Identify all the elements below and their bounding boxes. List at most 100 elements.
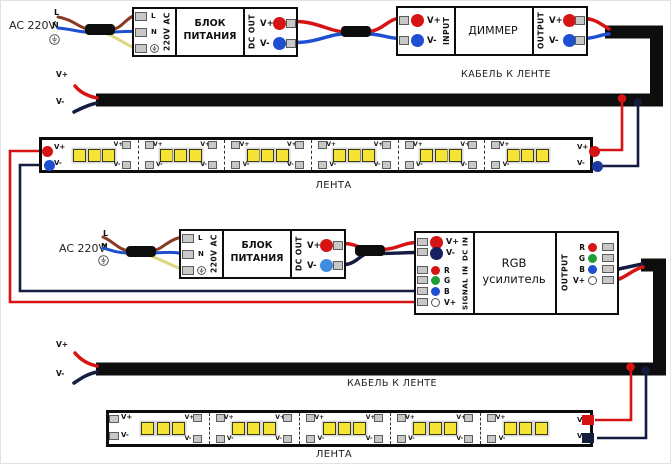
divider bbox=[290, 230, 292, 278]
led-chip bbox=[322, 422, 336, 435]
cut-label-vplus: V+ bbox=[499, 141, 510, 148]
cut-label-vminus: V- bbox=[200, 161, 208, 168]
psu-output-section-label: DC OUT bbox=[294, 236, 304, 271]
amp-output-section-label: OUTPUT bbox=[560, 253, 570, 291]
terminal-pad-vplus bbox=[602, 276, 614, 284]
terminal-pad-r bbox=[602, 243, 614, 251]
terminal-pad-vplus bbox=[417, 238, 428, 246]
led-chip bbox=[160, 148, 174, 162]
dimmer-input-section-label: INPUT bbox=[441, 16, 451, 45]
solder-pad bbox=[306, 435, 316, 443]
solder-pad bbox=[109, 415, 119, 423]
divider bbox=[222, 230, 224, 278]
solder-pad bbox=[373, 435, 383, 443]
solder-pad bbox=[373, 414, 383, 422]
terminal-label-vminus: V- bbox=[54, 159, 62, 167]
solder-pad bbox=[283, 414, 293, 422]
terminal-label-vminus: V- bbox=[577, 432, 585, 440]
cable2-pigtail-plus bbox=[73, 351, 99, 368]
cable-run-1 bbox=[96, 25, 663, 107]
terminal-dot-vplus bbox=[411, 14, 424, 27]
terminal-label-r: R bbox=[444, 266, 450, 275]
led-chip bbox=[420, 148, 434, 162]
cut-label-vminus: V- bbox=[408, 435, 415, 442]
divider bbox=[454, 7, 456, 55]
terminal-dot-vminus bbox=[563, 34, 576, 47]
terminal-dot-vminus bbox=[430, 247, 443, 260]
led-chip bbox=[87, 148, 101, 162]
strip-right-terminal: V+V- bbox=[550, 140, 603, 172]
strip-segment bbox=[411, 413, 460, 444]
led-chip bbox=[443, 422, 457, 435]
cut-label-vplus: V+ bbox=[326, 141, 337, 148]
led-chip bbox=[156, 422, 170, 435]
led-strip-1: V+V+V-V-V+V+V-V-V+V+V-V-V+V+V-V-V+V+V-V-… bbox=[39, 137, 603, 173]
led-chip bbox=[102, 148, 116, 162]
power-supply-1: L N 220V AC БЛОК ПИТАНИЯ DC OUT V+ V- bbox=[132, 7, 298, 57]
cut-label-vminus: V- bbox=[155, 161, 163, 168]
terminal-dot-vminus bbox=[44, 160, 55, 171]
terminal-pad-vminus bbox=[399, 36, 409, 45]
terminal-pad-r bbox=[417, 266, 428, 274]
junction-dot-plus bbox=[626, 362, 635, 372]
terminal-pad-vplus bbox=[333, 241, 343, 250]
cut-label-vminus: V- bbox=[329, 161, 337, 168]
terminal-dot-vminus bbox=[411, 34, 424, 47]
divider bbox=[555, 232, 557, 314]
cut-label-vplus: V+ bbox=[373, 141, 384, 148]
solder-pad bbox=[468, 141, 478, 149]
strip-segment bbox=[230, 413, 279, 444]
terminal-dot-vplus bbox=[563, 14, 576, 27]
cut-point: V+V+V-V- bbox=[460, 140, 509, 170]
solder-pad bbox=[464, 435, 474, 443]
rgb-amplifier: V+ V- R G B V+ DC IN SIGNAL IN RGB усили… bbox=[414, 231, 619, 315]
cut-point: V+V+V-V- bbox=[456, 413, 505, 444]
cut-label-vminus: V- bbox=[498, 435, 506, 442]
strip-right-terminal: V+V- bbox=[550, 413, 594, 444]
terminal-pad-vplus bbox=[575, 16, 585, 25]
junction-dot-minus bbox=[641, 366, 650, 375]
terminal-label-g: G bbox=[444, 276, 451, 285]
earth-icon bbox=[150, 44, 159, 53]
terminal-dot-vminus bbox=[592, 161, 603, 172]
cut-label-vplus: V+ bbox=[184, 414, 195, 421]
cable2-vplus-label: V+ bbox=[56, 340, 69, 349]
terminal-label-neutral: N bbox=[198, 250, 204, 258]
cut-point: V+V+V-V- bbox=[373, 140, 423, 170]
led-chip bbox=[188, 148, 202, 162]
signal-vplus-wire bbox=[8, 149, 415, 304]
ac-source-label-1: AC 220V bbox=[9, 19, 57, 32]
cut-point: V+V+V-V- bbox=[184, 413, 234, 444]
terminal-label-neutral: N bbox=[151, 28, 157, 36]
cable2-vminus-label: V- bbox=[56, 369, 65, 378]
terminal-label-r: R bbox=[579, 243, 585, 252]
cut-point: V+V+V-V- bbox=[200, 140, 249, 170]
led-chip bbox=[503, 422, 517, 435]
cut-label-vplus: V+ bbox=[413, 141, 423, 148]
cut-label-vminus: V- bbox=[317, 435, 325, 442]
led-chip bbox=[261, 148, 275, 162]
led-chip bbox=[262, 422, 276, 435]
solder-pad bbox=[208, 141, 218, 149]
led-chip bbox=[362, 148, 376, 162]
terminal-dot-vminus bbox=[320, 259, 333, 272]
cut-label-vplus: V+ bbox=[495, 414, 506, 421]
solder-pad bbox=[208, 161, 218, 169]
cut-point: V+V+V-V- bbox=[287, 140, 336, 170]
earth-icon bbox=[49, 34, 60, 45]
psu-title: БЛОК ПИТАНИЯ bbox=[183, 18, 237, 42]
terminal-pad-b bbox=[417, 287, 428, 295]
terminal-pad-vminus bbox=[286, 39, 296, 48]
cut-label-vminus: V- bbox=[113, 161, 121, 168]
terminal-dot-g bbox=[588, 254, 597, 263]
junction-dot-minus bbox=[633, 98, 642, 107]
solder-pad bbox=[231, 141, 241, 149]
psu-input-section-label: 220V AC bbox=[209, 234, 219, 273]
solder-pad bbox=[144, 161, 154, 169]
terminal-square-vplus bbox=[582, 415, 594, 425]
solder-pad bbox=[318, 161, 328, 169]
strip-segment bbox=[501, 413, 550, 444]
strip2-label: ЛЕНТА bbox=[315, 449, 353, 460]
divider bbox=[243, 8, 245, 56]
